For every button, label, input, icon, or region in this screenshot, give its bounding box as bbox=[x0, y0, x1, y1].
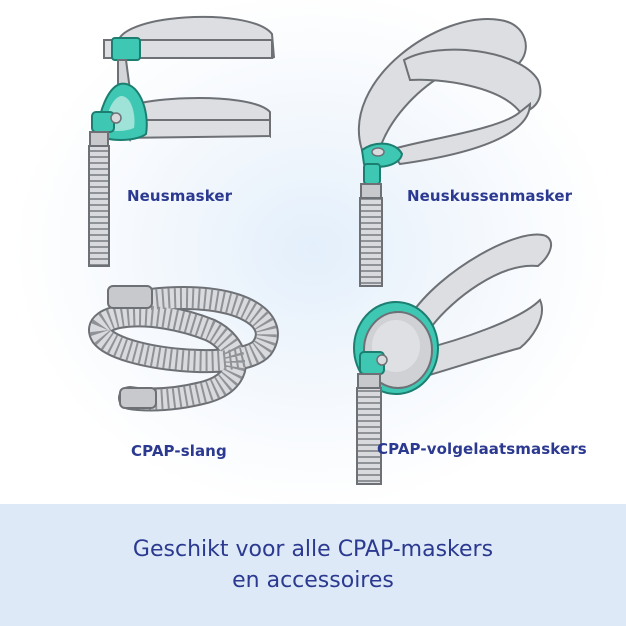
cpap-hose-label: CPAP-slang bbox=[131, 442, 227, 460]
banner-line-2: en accessoires bbox=[232, 568, 394, 593]
nasal-pillow-mask-label: Neuskussenmasker bbox=[407, 187, 573, 205]
nose-mask-illustration bbox=[88, 15, 276, 267]
banner-line-1: Geschikt voor alle CPAP-maskers bbox=[132, 537, 494, 562]
nose-mask-label: Neusmasker bbox=[127, 187, 233, 205]
full-face-mask-illustration bbox=[353, 233, 553, 485]
full-face-mask-label: CPAP-volgelaatsmaskers bbox=[377, 440, 587, 458]
cpap-illustrations bbox=[88, 15, 553, 485]
nasal-pillow-mask-illustration bbox=[358, 18, 542, 287]
compatibility-banner: Geschikt voor alle CPAP-maskers en acces… bbox=[0, 504, 626, 626]
cpap-hose-illustration bbox=[88, 285, 279, 412]
